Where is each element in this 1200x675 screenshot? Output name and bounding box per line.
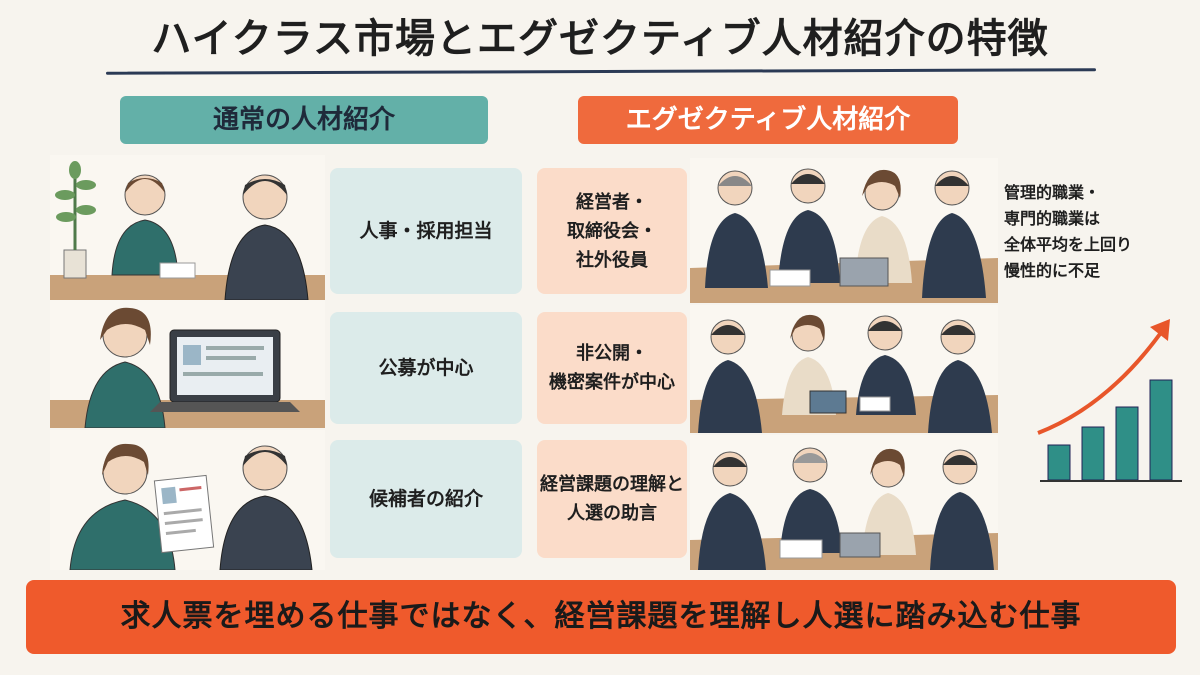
normal-row-2-box: 公募が中心 xyxy=(330,312,522,424)
normal-row-3-text: 候補者の紹介 xyxy=(368,488,483,510)
trend-arrow-icon xyxy=(1037,319,1170,435)
resume-icon xyxy=(153,474,215,554)
scene-board-meeting-3 xyxy=(690,435,998,570)
scene-board-meeting-2 xyxy=(690,305,998,433)
normal-row-3-box: 候補者の紹介 xyxy=(330,440,522,558)
normal-row-1-box: 人事・採用担当 xyxy=(330,168,522,294)
title-underline xyxy=(105,68,1097,75)
executive-row-1-box: 経営者・ 取締役会・ 社外役員 xyxy=(537,168,687,294)
scene-laptop-applicant xyxy=(50,300,325,428)
executive-row-1-line-1: 経営者・ xyxy=(576,191,648,213)
shortage-note: 管理的職業・ 専門的職業は 全体平均を上回り 慢性的に不足 xyxy=(1004,180,1194,284)
executive-row-3-line-2: 人選の助言 xyxy=(567,503,657,524)
shortage-note-line-3: 全体平均を上回り xyxy=(1004,235,1133,254)
scene-board-meeting-1 xyxy=(690,158,998,303)
scene-resume-handover xyxy=(50,430,325,570)
executive-row-3-box: 経営課題の理解と 人選の助言 xyxy=(537,440,687,558)
laptop-icon xyxy=(150,329,300,412)
executive-row-2-line-2: 機密案件が中心 xyxy=(549,372,675,393)
shortage-note-line-2: 専門的職業は xyxy=(1004,209,1101,228)
executive-row-3-line-1: 経営課題の理解と xyxy=(540,474,684,495)
executive-row-1-line-2: 取締役会・ xyxy=(567,220,657,242)
page-title: ハイクラス市場とエグゼクティブ人材紹介の特徴 xyxy=(151,16,1049,62)
shortage-note-line-1: 管理的職業・ xyxy=(1004,183,1101,202)
executive-header: エグゼクティブ人材紹介 xyxy=(578,96,958,144)
executive-row-1-line-3: 社外役員 xyxy=(576,249,648,271)
executive-row-2-line-1: 非公開・ xyxy=(576,343,648,364)
plant-icon xyxy=(55,161,96,279)
shortage-note-line-4: 慢性的に不足 xyxy=(1004,261,1101,280)
executive-row-2-box: 非公開・ 機密案件が中心 xyxy=(537,312,687,424)
growth-chart-icon xyxy=(1030,315,1190,485)
scene-consultant-meeting xyxy=(50,155,325,300)
normal-row-2-text: 公募が中心 xyxy=(378,357,474,379)
normal-header: 通常の人材紹介 xyxy=(120,96,488,144)
footer-banner: 求人票を埋める仕事ではなく、経営課題を理解し人選に踏み込む仕事 xyxy=(26,580,1176,654)
normal-row-1-text: 人事・採用担当 xyxy=(359,220,493,242)
